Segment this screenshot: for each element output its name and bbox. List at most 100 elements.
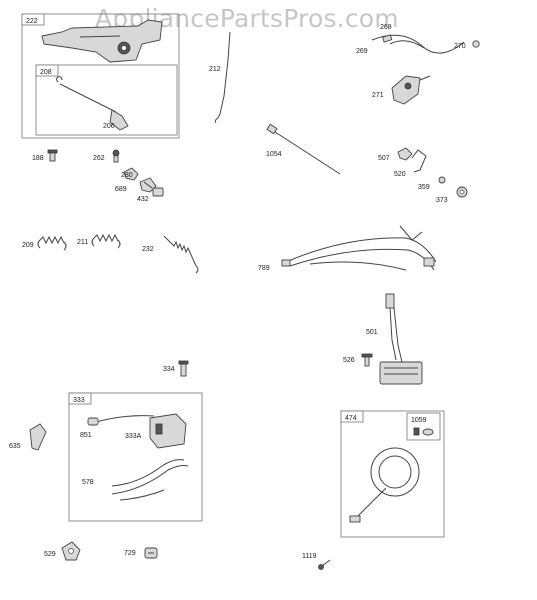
callout-501: 501	[366, 329, 378, 336]
part-212[interactable]: 212	[209, 31, 231, 124]
bracket-arm-271	[419, 75, 431, 81]
part-359[interactable]: 359	[418, 176, 446, 191]
part-507[interactable]: 507	[378, 147, 413, 162]
harness-connector-right	[423, 257, 435, 267]
callout-520: 520	[394, 171, 406, 178]
control-bracket-271	[391, 75, 421, 105]
callout-206: 206	[103, 123, 115, 130]
part-269-shape	[382, 34, 393, 43]
part-635[interactable]: 635	[9, 423, 47, 451]
callout-box-474	[340, 410, 364, 423]
part-group-474[interactable]: 474 1059	[340, 410, 445, 538]
screw-head-188	[47, 149, 58, 154]
callout-474: 474	[345, 415, 357, 422]
part-group-333[interactable]: 333 851 333A 578	[68, 392, 203, 522]
callout-373: 373	[436, 197, 448, 204]
screw-526	[364, 355, 370, 367]
rod-end-212	[214, 117, 219, 124]
part-689-detail	[143, 181, 153, 189]
callout-box-208	[35, 64, 59, 77]
part-334[interactable]: 334	[163, 360, 189, 377]
governor-rod	[59, 83, 117, 113]
part-280[interactable]: 280	[121, 167, 139, 181]
bracket-pivot-271	[404, 82, 412, 90]
group-box-333	[68, 392, 203, 522]
stator-inner	[378, 455, 412, 489]
callout-211: 211	[77, 239, 88, 246]
part-1119[interactable]: 1119	[302, 553, 331, 570]
part-232[interactable]: 232	[142, 235, 199, 274]
callout-729: 729	[124, 550, 136, 557]
nut-hole-373	[459, 189, 465, 195]
screw-334	[180, 363, 187, 377]
callout-1119: 1119	[302, 553, 317, 560]
part-1059-washer	[422, 428, 434, 436]
part-211[interactable]: 211	[77, 233, 121, 249]
callout-359: 359	[418, 184, 430, 191]
harness-branch	[399, 225, 423, 241]
spark-plug-boot-635	[29, 423, 47, 451]
part-262[interactable]: 262	[93, 149, 120, 163]
group-box-222	[21, 13, 180, 139]
part-group-208[interactable]: 208 206	[35, 64, 178, 136]
ground-wires-578	[111, 459, 189, 501]
part-689[interactable]: 689	[115, 177, 157, 193]
part-529-hole	[68, 548, 74, 554]
part-789[interactable]: 789	[258, 225, 437, 272]
group-box-474	[340, 410, 445, 538]
callout-1054: 1054	[266, 151, 282, 158]
part-270-shape	[472, 40, 480, 48]
harness-connector-left	[281, 259, 291, 267]
callout-222: 222	[26, 18, 38, 25]
screw-head-1119	[318, 564, 324, 570]
callout-507: 507	[378, 155, 390, 162]
washer-359	[438, 176, 446, 184]
part-206-shape	[109, 109, 129, 131]
callout-271: 271	[372, 92, 384, 99]
callout-789: 789	[258, 265, 270, 272]
rectifier-body-501	[379, 361, 423, 385]
callout-280: 280	[121, 172, 133, 179]
spring-232	[163, 235, 197, 267]
callout-212: 212	[209, 66, 221, 73]
callout-269: 269	[356, 48, 368, 55]
leads-501	[389, 307, 403, 363]
callout-334: 334	[163, 366, 175, 373]
part-432[interactable]: 432	[137, 187, 164, 203]
part-526[interactable]: 526	[343, 353, 373, 367]
part-209[interactable]: 209	[22, 235, 67, 251]
part-271[interactable]: 271	[372, 75, 431, 105]
part-188[interactable]: 188	[32, 149, 58, 162]
harness-wire-3	[309, 261, 407, 271]
cable-sheath	[389, 40, 425, 49]
part-268-269-270[interactable]: 268 269 270	[356, 24, 480, 55]
callout-333: 333	[73, 397, 85, 404]
part-729[interactable]: 729	[124, 547, 158, 559]
screw-1119	[321, 559, 331, 567]
coil-core-333A	[155, 423, 163, 435]
callout-262: 262	[93, 155, 105, 162]
part-1054[interactable]: 1054	[266, 123, 341, 175]
callout-851: 851	[80, 432, 92, 439]
part-373[interactable]: 373	[436, 186, 468, 204]
group-box-208	[35, 64, 178, 136]
part-529[interactable]: 529	[44, 541, 81, 561]
tie-strap-1054	[271, 129, 341, 175]
callout-635: 635	[9, 443, 21, 450]
stator-ring	[370, 447, 420, 497]
part-group-222[interactable]: 222	[21, 13, 180, 139]
callout-box-333	[68, 392, 92, 405]
part-520[interactable]: 520	[394, 149, 427, 178]
clip-280	[123, 167, 139, 181]
spring-211	[93, 233, 119, 243]
wire-clip-520	[411, 149, 427, 173]
bracket-part	[41, 19, 163, 63]
callout-333A: 333A	[125, 433, 142, 440]
callout-268: 268	[380, 24, 392, 31]
part-1059-fastener	[413, 427, 420, 436]
part-501[interactable]: 501	[366, 293, 423, 385]
bracket-rail	[79, 35, 121, 38]
callout-208: 208	[40, 69, 52, 76]
part-507-shape	[397, 147, 413, 161]
